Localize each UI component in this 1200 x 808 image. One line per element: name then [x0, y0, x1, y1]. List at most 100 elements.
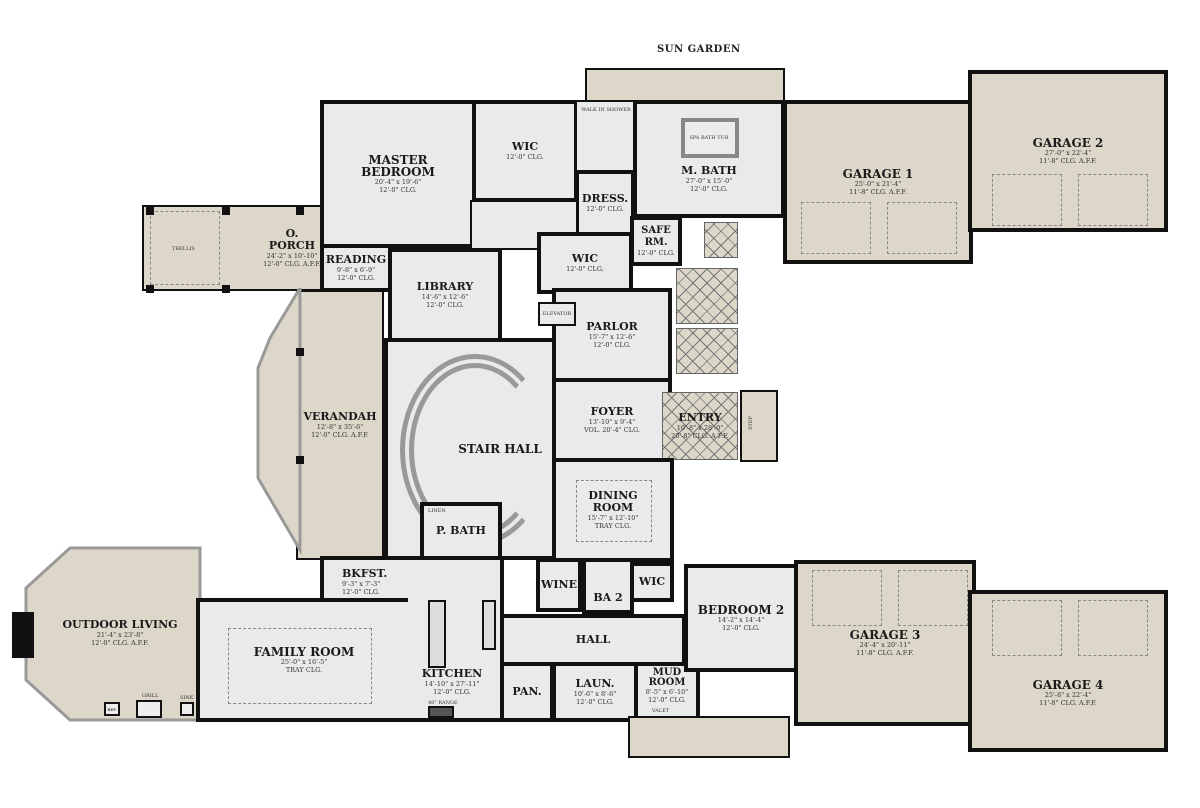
- room-library: LIBRARY 14'-6" x 12'-6" 12'-0" CLG.: [388, 248, 502, 342]
- room-dims: 20'-4" x 19'-6": [374, 178, 422, 186]
- room-ceiling: 12'-0" CLG. A.F.F.: [311, 431, 369, 439]
- room-dims: 25'-0" x 16'-5": [280, 658, 328, 666]
- grill: [136, 700, 162, 718]
- room-dims: 10'-6" x 8'-6": [573, 690, 617, 698]
- room-ceiling: 12'-0" CLG.: [648, 696, 686, 704]
- column: [296, 207, 304, 215]
- room-ceiling: 12'-0" CLG.: [379, 186, 417, 194]
- sink-label: SINK: [180, 695, 194, 701]
- verandah-bay: [256, 288, 302, 556]
- room-ceiling: 12'-0" CLG.: [722, 624, 760, 632]
- column: [222, 285, 230, 293]
- room-name: PAN.: [512, 685, 542, 698]
- room-name: FAMILY ROOM: [253, 645, 355, 659]
- room-wic-3: WIC: [630, 562, 674, 602]
- fixture-label: REF.: [107, 706, 117, 712]
- room-ceiling: 12'-0" CLG.: [433, 688, 471, 696]
- valet-label: VALET: [652, 708, 670, 714]
- room-dims: 8'-5" x 6'-10": [645, 688, 689, 696]
- room-ceiling: 12'-0" CLG.: [426, 301, 464, 309]
- room-ceiling: 12'-0" CLG.: [576, 698, 614, 706]
- room-name: DRESS.: [581, 192, 629, 205]
- tray-ceiling: [228, 628, 372, 704]
- room-ceiling: 11'-8" CLG. A.F.F.: [1039, 157, 1097, 165]
- elevator[interactable]: ELEVATOR: [538, 302, 576, 326]
- entry-steps: [740, 390, 778, 462]
- room-dims: 12'-0" CLG.: [637, 249, 675, 257]
- room-p-bath: P. BATH: [420, 502, 502, 560]
- room-verandah: VERANDAH 12'-8" x 35'-6" 12'-0" CLG. A.F…: [296, 290, 384, 560]
- room-garage-4: GARAGE 4 25'-8" x 22'-4" 11'-8" CLG. A.F…: [968, 590, 1168, 752]
- room-dress: DRESS. 12'-0" CLG.: [575, 170, 635, 236]
- room-dims: 14'-10" x 27'-11": [424, 680, 480, 688]
- room-ceiling: 12'-0" CLG. A.F.F.: [91, 639, 149, 647]
- room-name: GARAGE 1: [842, 167, 914, 181]
- room-dims: 15'-7" x 12'-6": [588, 333, 636, 341]
- room-garage-1: GARAGE 1 25'-0" x 21'-4" 11'-8" CLG. A.F…: [783, 100, 973, 264]
- room-outdoor-living: OUTDOOR LIVING 21'-4" x 23'-8" 12'-0" CL…: [40, 548, 200, 718]
- room-ceiling: 11'-8" CLG. A.F.F.: [849, 188, 907, 196]
- room-dims: 9'-8" x 6'-9": [336, 266, 376, 274]
- room-dims: 24'-2" x 10'-10": [266, 252, 318, 260]
- sun-garden: [585, 68, 785, 104]
- room-ceiling: 12'-0" CLG.: [690, 185, 728, 193]
- room-reading: READING 9'-8" x 6'-9" 12'-0" CLG.: [320, 244, 392, 292]
- grill-label: GRILL: [142, 693, 159, 699]
- room-dims: 27'-0" x 15'-0": [685, 177, 733, 185]
- car-space: [812, 570, 882, 626]
- room-dims: 10'-8" x 28'-0": [676, 424, 724, 432]
- room-safe-room: SAFE RM. 12'-0" CLG.: [630, 216, 682, 266]
- room-name: GARAGE 3: [849, 628, 921, 642]
- column: [296, 348, 304, 356]
- room-dims: 27'-0" x 22'-4": [1044, 149, 1092, 157]
- sun-garden-label: SUN GARDEN: [657, 44, 741, 55]
- car-space: [887, 202, 957, 254]
- room-name: GARAGE 4: [1032, 678, 1104, 692]
- column: [146, 285, 154, 293]
- room-dims: 13'-10" x 9'-4": [588, 418, 636, 426]
- room-name: MASTER BEDROOM: [361, 153, 435, 179]
- room-name: BA 2: [593, 591, 623, 604]
- room-dims: 12'-0" CLG.: [566, 265, 604, 273]
- room-dims: 14'-2" x 14'-4": [717, 616, 765, 624]
- room-ceiling: 20'-8" CLG. A.F.F.: [671, 432, 729, 440]
- room-dims: 15'-7" x 12'-10": [587, 514, 639, 522]
- room-pantry: PAN.: [500, 662, 554, 722]
- elevator-label: ELEVATOR: [542, 311, 572, 317]
- room-mud-room: MUD ROOM 8'-5" x 6'-10" 12'-0" CLG.: [634, 662, 700, 722]
- room-name: ENTRY: [678, 411, 722, 424]
- room-ceiling: 12'-0" CLG.: [593, 341, 631, 349]
- room-name: GARAGE 2: [1032, 136, 1104, 150]
- tile-floor: [676, 328, 738, 374]
- spa-tub: [681, 118, 739, 158]
- room-ceiling: TRAY CLG.: [594, 522, 632, 530]
- room-ceiling: VOL. 20'-4" CLG.: [583, 426, 641, 434]
- car-space: [1078, 174, 1148, 226]
- room-name: HALL: [575, 633, 611, 646]
- room-dims: 12'-0" CLG.: [506, 153, 544, 161]
- room-wine: WINE: [536, 558, 582, 612]
- counter: [482, 600, 496, 650]
- outdoor-sink: [180, 702, 194, 716]
- room-name: BEDROOM 2: [697, 603, 785, 617]
- room-bedroom-2: BEDROOM 2 14'-2" x 14'-4" 12'-0" CLG.: [684, 564, 798, 672]
- room-master-bedroom: MASTER BEDROOM 20'-4" x 19'-6" 12'-0" CL…: [320, 100, 476, 248]
- room-name: MUD ROOM: [648, 667, 686, 688]
- car-space: [898, 570, 968, 626]
- linen-label: LINEN: [428, 508, 446, 514]
- room-name: P. BATH: [436, 524, 486, 537]
- room-dims: 12'-0" CLG.: [586, 205, 624, 213]
- walk-in-shower: WALK IN SHOWER: [575, 100, 637, 172]
- room-dims: 25'-8" x 22'-4": [1044, 691, 1092, 699]
- room-name: BKFST.: [342, 567, 388, 580]
- refrigerator: REF.: [104, 702, 120, 716]
- room-name: LIBRARY: [416, 280, 474, 293]
- room-name: WIC: [638, 575, 666, 588]
- rear-porch: [628, 716, 790, 758]
- fixture-label: SPA BATH TUB: [689, 135, 729, 141]
- room-name: DINING ROOM: [588, 489, 638, 514]
- room-name: WIC: [511, 140, 539, 153]
- room-entry: ENTRY 10'-8" x 28'-0" 20'-8" CLG. A.F.F.: [662, 392, 738, 460]
- room-wic-master: WIC 12'-0" CLG.: [472, 100, 578, 202]
- room-garage-2: GARAGE 2 27'-0" x 22'-4" 11'-8" CLG. A.F…: [968, 70, 1168, 232]
